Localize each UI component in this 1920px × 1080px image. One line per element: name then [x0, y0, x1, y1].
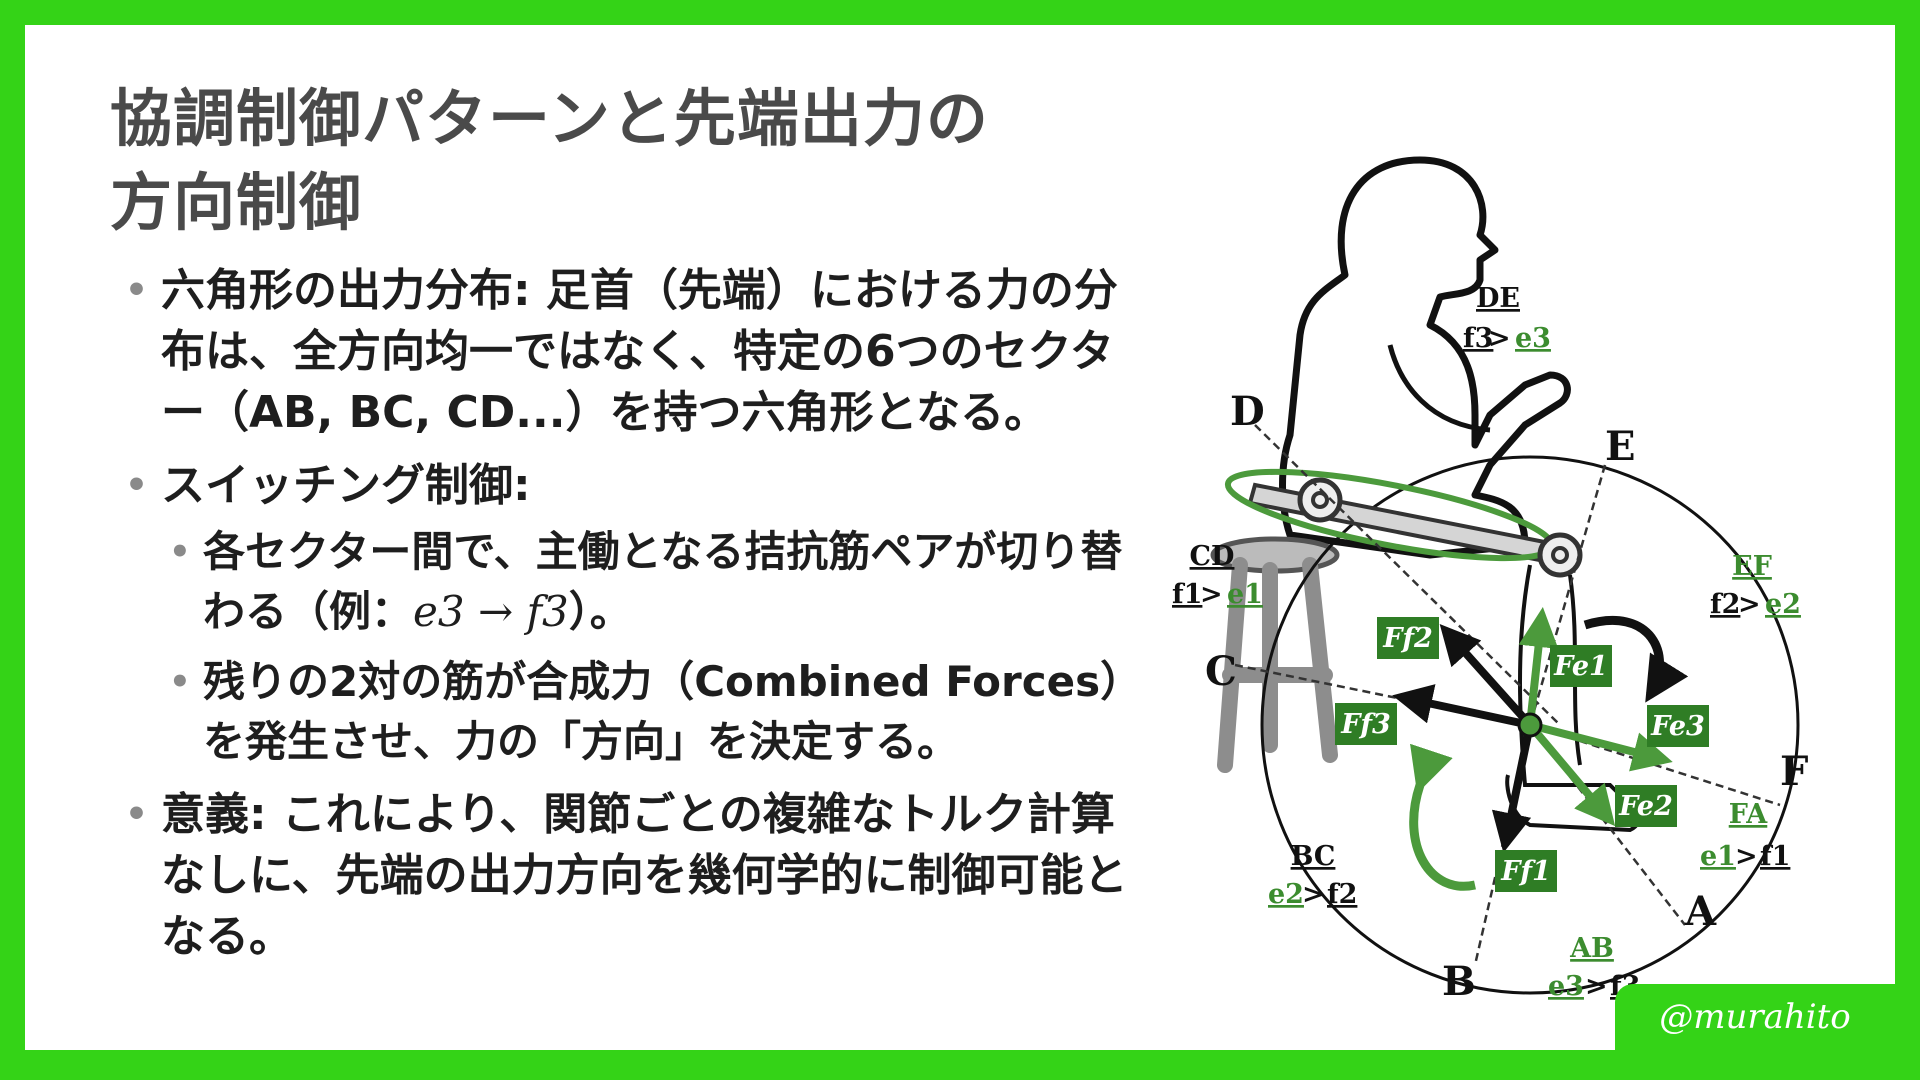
sector-cd-b: e1 — [1227, 579, 1263, 610]
sector-cd-name: CD — [1190, 541, 1235, 572]
bullet-label: 意義: — [161, 789, 267, 840]
point-b: B — [1442, 958, 1476, 1005]
point-f: F — [1780, 748, 1808, 795]
stool-legs — [1217, 557, 1338, 773]
bullet-list: 六角形の出力分布: 足首（先端）における力の分布は、全方向均一ではなく、特定の6… — [125, 260, 1145, 979]
sector-fa-b: f1 — [1760, 841, 1790, 872]
bullet-label: 六角形の出力分布: — [161, 265, 531, 316]
sector-ef-a: f2 — [1710, 589, 1740, 620]
sector-ab-name: AB — [1569, 933, 1614, 964]
knee-joint-center — [1551, 546, 1569, 564]
bullet-text: 足首（先端）における力の分布は、全方向均一ではなく、特定の6つのセクター（AB,… — [161, 265, 1118, 438]
point-a: A — [1684, 888, 1717, 935]
sector-bc-b: f2 — [1327, 879, 1357, 910]
sector-ef-b: e2 — [1765, 589, 1801, 620]
sub-bullet-antagonist: 各セクター間で、主働となる拮抗筋ペアが切り替わる（例：e3 → f3）。 — [161, 522, 1145, 642]
sub-bullet-text-end: ）。 — [568, 587, 632, 636]
bullet-hexagon: 六角形の出力分布: 足首（先端）における力の分布は、全方向均一ではなく、特定の6… — [125, 260, 1145, 443]
flexor-arrows — [1392, 624, 1534, 853]
bullet-label: スイッチング制御: — [161, 460, 531, 511]
sub-bullet-text: 残りの2対の筋が合成力（Combined Forces）を発生させ、力の「方向」… — [203, 657, 1143, 766]
sector-bc-op: > — [1302, 879, 1325, 910]
point-e: E — [1605, 423, 1636, 470]
watermark-handle: @murahito — [1615, 984, 1895, 1050]
arm-line — [1387, 344, 1491, 433]
sector-bc-a: e2 — [1268, 879, 1304, 910]
hip-joint-center — [1311, 491, 1329, 509]
bullet-text: これにより、関節ごとの複雑なトルク計算なしに、先端の出力方向を幾何学的に制御可能… — [161, 789, 1128, 962]
rotation-arrow-ff3 — [1409, 743, 1476, 891]
title-line-2: 方向制御 — [110, 166, 363, 239]
sub-bullet-text: 各セクター間で、主働となる拮抗筋ペアが切り替わる（例： — [203, 527, 1123, 636]
ankle-point — [1517, 712, 1543, 738]
sector-de-b: e3 — [1515, 323, 1551, 354]
sector-cd-op: > — [1200, 579, 1223, 610]
sector-fa-name: FA — [1729, 799, 1769, 830]
human-figure — [1279, 156, 1571, 559]
force-circle — [1260, 455, 1800, 995]
rotation-arrow-fe3 — [1583, 615, 1689, 703]
sector-bc-name: BC — [1291, 841, 1336, 872]
slide: 協調制御パターンと先端出力の 方向制御 六角形の出力分布: 足首（先端）における… — [25, 25, 1895, 1050]
sector-ef-name: EF — [1732, 551, 1772, 582]
sector-fa-a: e1 — [1700, 841, 1736, 872]
leg-force-diagram: Ff2 Ff3 Ff1 Fe1 Fe3 Fe2 D E C F A B — [1130, 85, 1850, 1025]
force-label-ff1: Ff1 — [1500, 856, 1551, 887]
sector-labels: DE f3 > e3 CD f1 > e1 EF f2 > e2 BC e2 >… — [1172, 283, 1801, 1002]
point-letters: D E C F A B — [1205, 388, 1808, 1005]
force-label-fe3: Fe3 — [1650, 711, 1705, 742]
slide-title: 協調制御パターンと先端出力の 方向制御 — [110, 77, 1110, 245]
force-label-boxes: Ff2 Ff3 Ff1 Fe1 Fe3 Fe2 — [1335, 617, 1709, 892]
sector-de-op: > — [1488, 323, 1511, 354]
math-expression: e3 → f3 — [413, 587, 569, 636]
sector-cd-a: f1 — [1172, 579, 1202, 610]
point-d: D — [1230, 388, 1265, 435]
force-label-fe2: Fe2 — [1618, 791, 1673, 822]
sector-ab-a: e3 — [1548, 971, 1584, 1002]
title-line-1: 協調制御パターンと先端出力の — [110, 82, 989, 155]
force-label-fe1: Fe1 — [1553, 651, 1608, 682]
sector-ab-op: > — [1585, 971, 1608, 1002]
sector-de-name: DE — [1476, 283, 1520, 314]
force-label-ff3: Ff3 — [1340, 709, 1391, 740]
hip-joint — [1297, 477, 1343, 523]
sector-fa-op: > — [1735, 841, 1758, 872]
sector-ef-op: > — [1738, 589, 1761, 620]
diagram-svg: Ff2 Ff3 Ff1 Fe1 Fe3 Fe2 D E C F A B — [1172, 156, 1808, 1005]
force-label-ff2: Ff2 — [1382, 623, 1433, 654]
bullet-significance: 意義: これにより、関節ごとの複雑なトルク計算なしに、先端の出力方向を幾何学的に… — [125, 784, 1145, 967]
sub-bullet-list: 各セクター間で、主働となる拮抗筋ペアが切り替わる（例：e3 → f3）。 残りの… — [161, 522, 1145, 772]
point-c: C — [1205, 648, 1237, 695]
sector-de-a: f3 — [1463, 323, 1493, 354]
extensor-arrows — [1518, 607, 1673, 827]
sub-bullet-combined-forces: 残りの2対の筋が合成力（Combined Forces）を発生させ、力の「方向」… — [161, 652, 1145, 772]
bullet-switching: スイッチング制御: 各セクター間で、主働となる拮抗筋ペアが切り替わる（例：e3 … — [125, 455, 1145, 772]
